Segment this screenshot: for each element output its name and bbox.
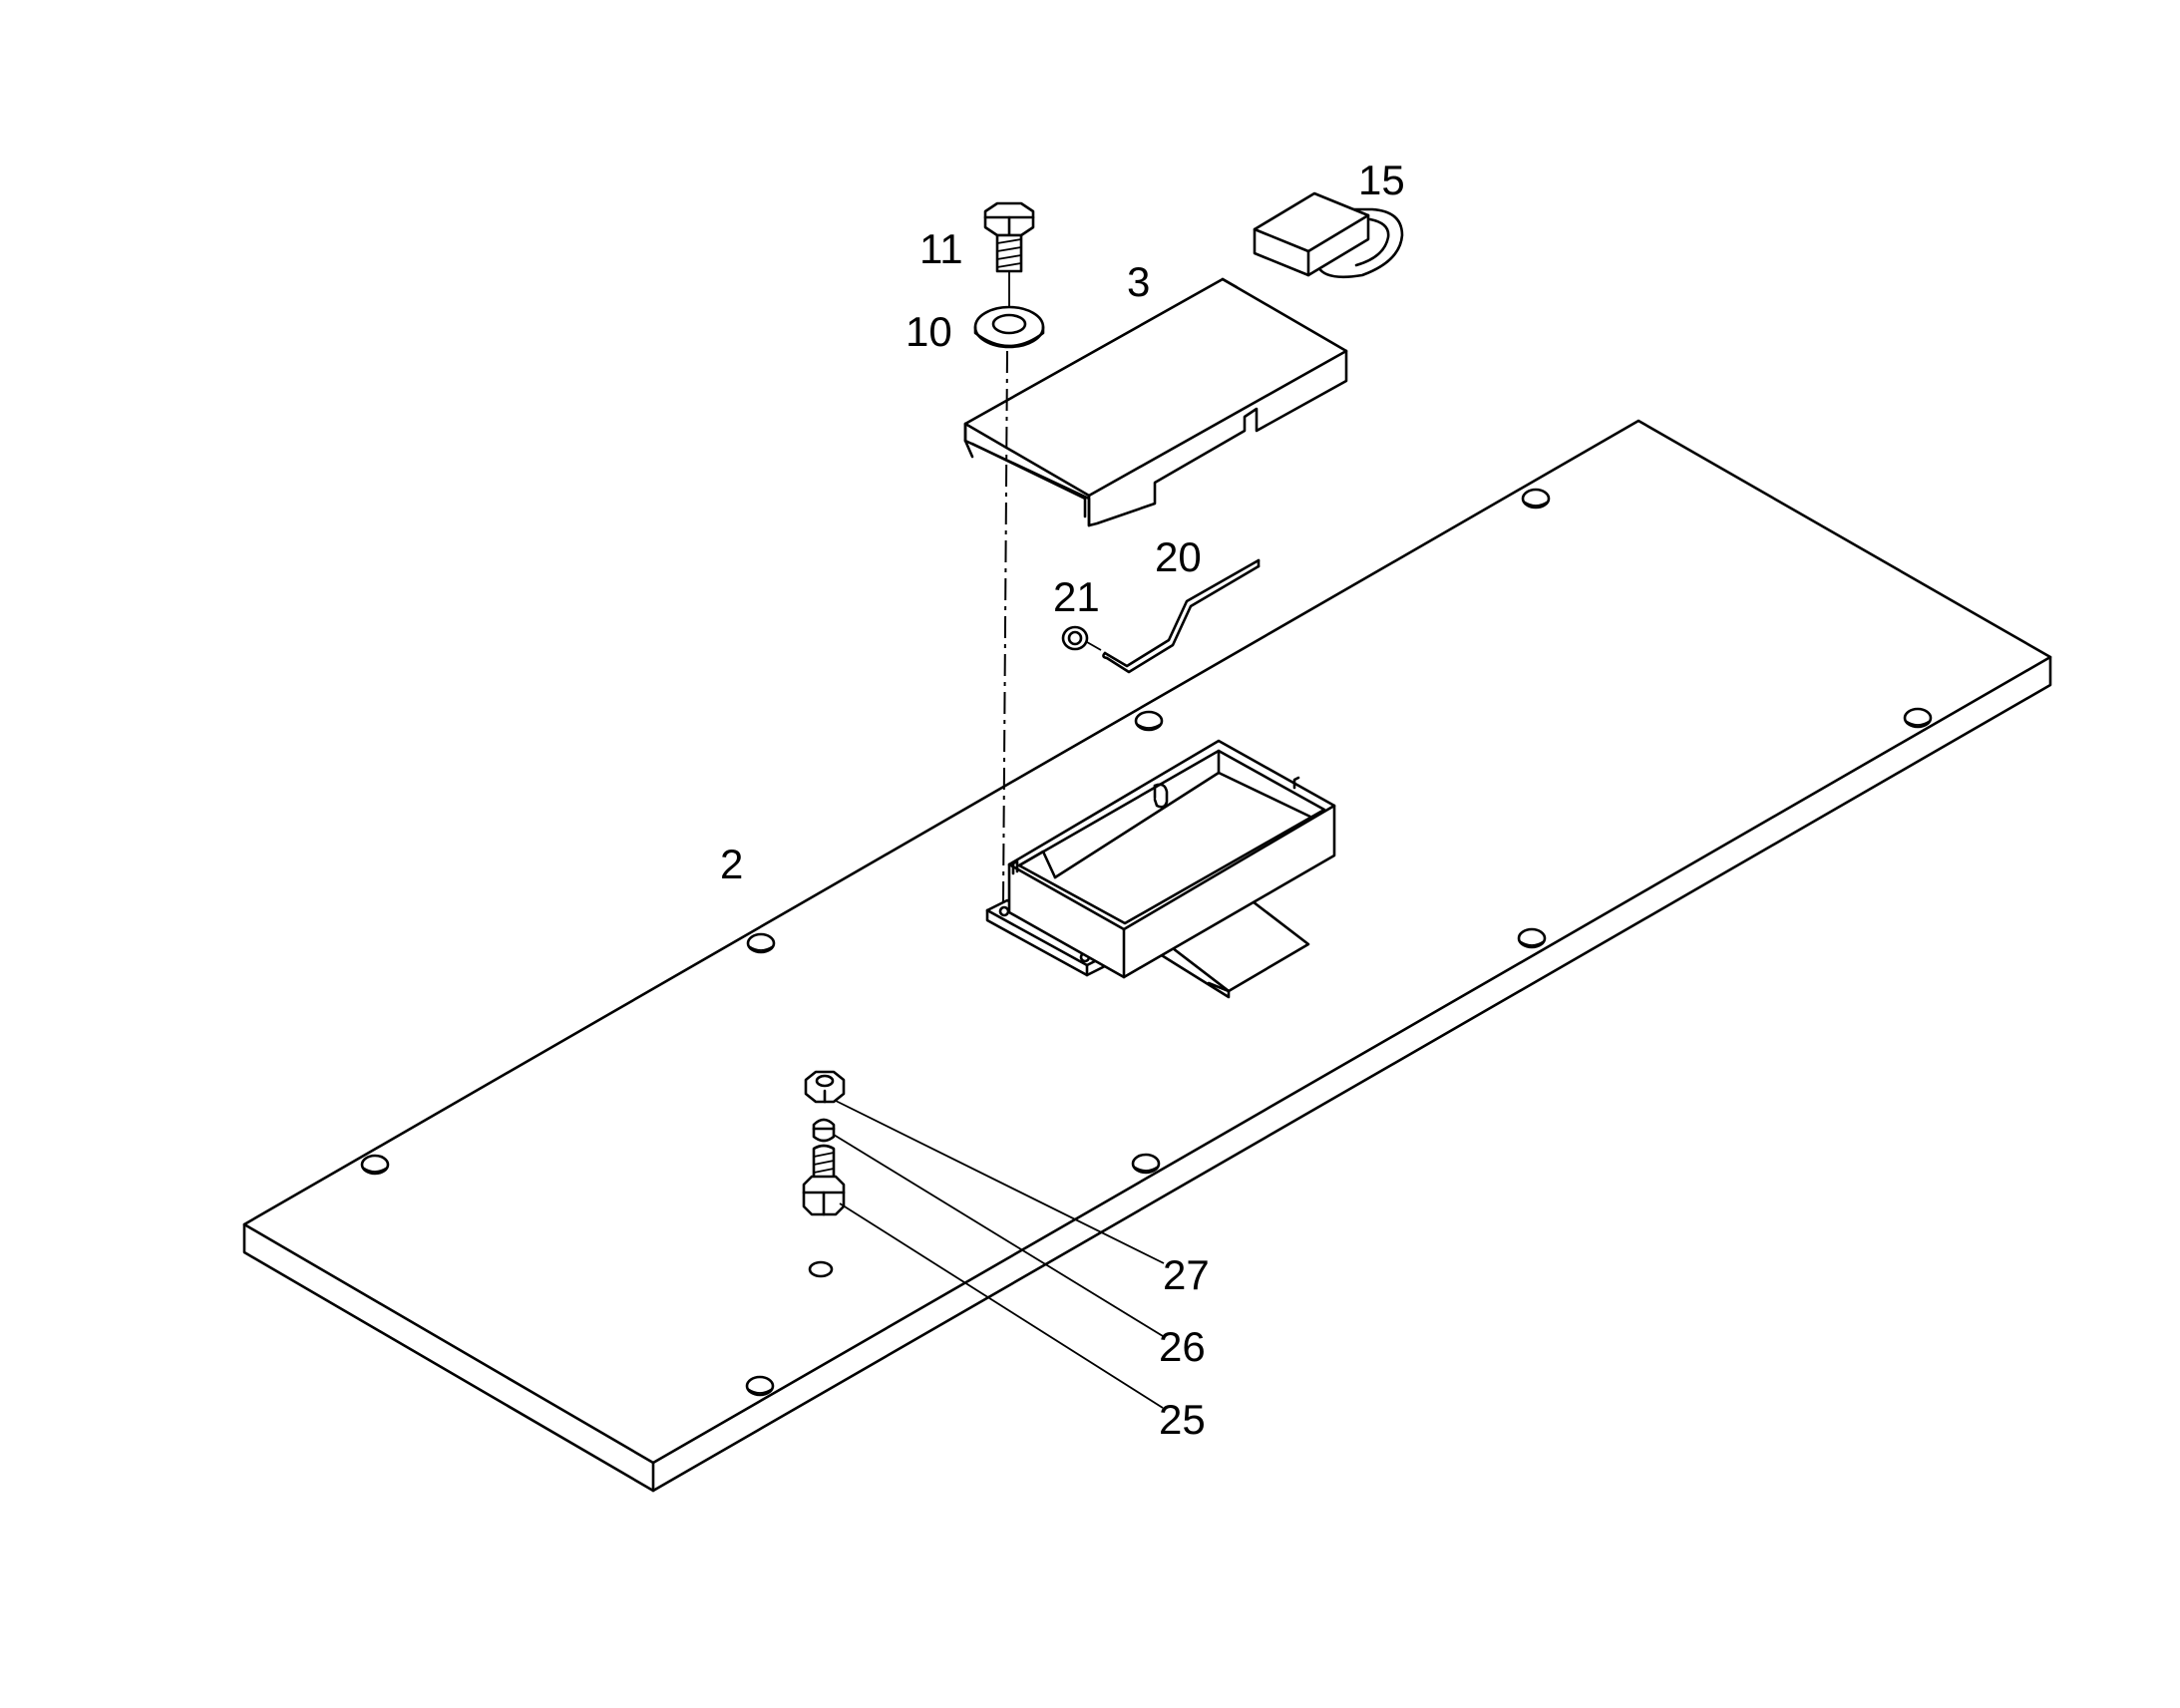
label-part-20: 20 [1155,533,1202,580]
hole [1521,488,1551,510]
hole [1131,1153,1161,1175]
nut [804,1070,846,1104]
hole [746,932,776,954]
hole [360,1154,390,1176]
assembly-centerline [1002,350,1008,902]
label-part-21: 21 [1053,573,1100,620]
label-part-27: 27 [1163,1251,1210,1298]
plate-holes [360,488,1933,1397]
bolt [983,201,1035,309]
washer [973,305,1045,349]
retaining-ring [1061,625,1102,651]
hole [808,1260,834,1278]
hole [1903,707,1933,729]
hole [745,1375,775,1397]
label-part-2: 2 [720,841,743,887]
label-part-3: 3 [1127,258,1150,305]
label-part-26: 26 [1159,1323,1206,1370]
fitting [802,1144,846,1216]
hole [1517,927,1547,949]
padlock [1253,191,1404,279]
label-part-10: 10 [906,308,952,355]
hole [1134,710,1164,732]
recessed-box [985,739,1336,999]
label-part-25: 25 [1159,1396,1206,1443]
leader-lines [833,1100,1165,1409]
label-part-11: 11 [919,225,963,272]
rod [1102,558,1261,674]
cap [812,1118,836,1143]
label-part-15: 15 [1358,157,1405,203]
